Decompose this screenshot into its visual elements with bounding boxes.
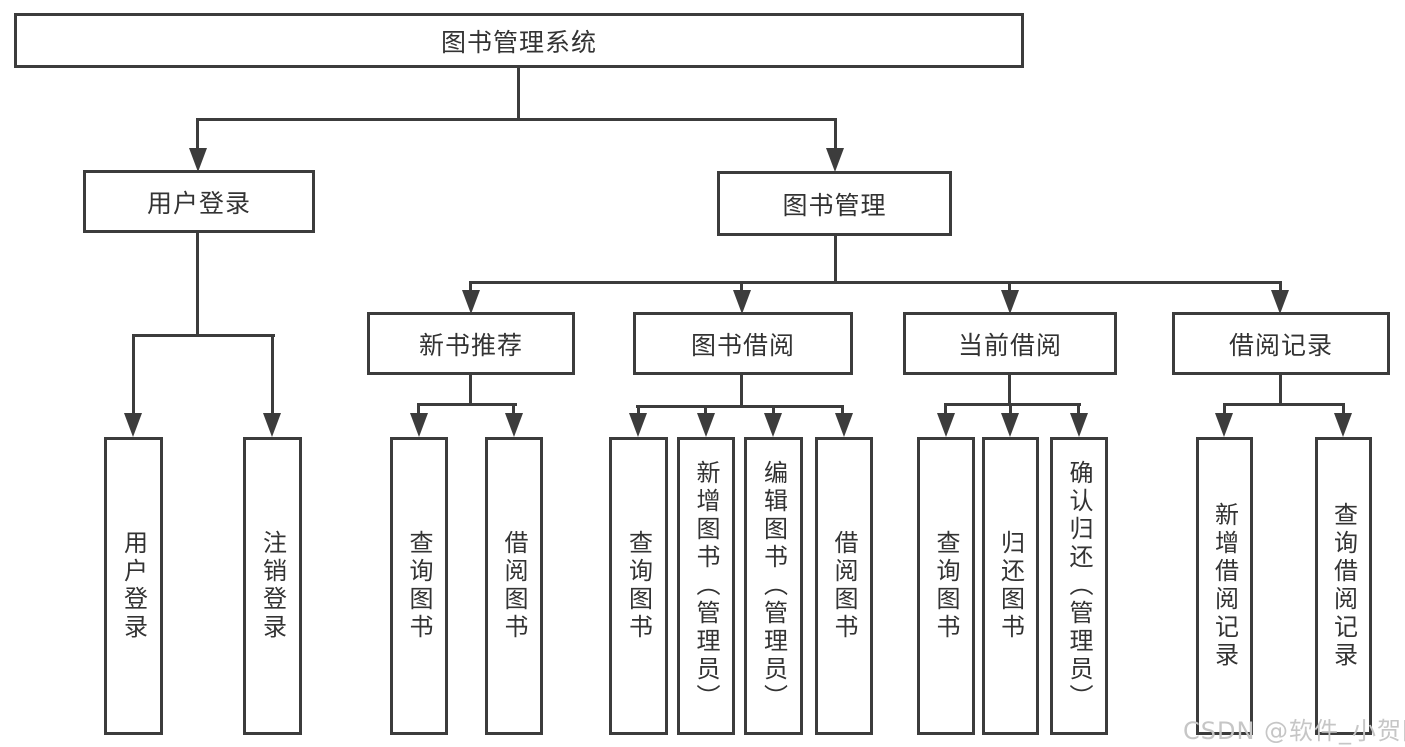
arrowhead-icon bbox=[826, 148, 844, 172]
connector-line bbox=[132, 334, 135, 417]
leaf-user-login-label: 用户登录 bbox=[119, 530, 148, 642]
arrowhead-icon bbox=[1215, 413, 1233, 437]
arrowhead-icon bbox=[1334, 413, 1352, 437]
connector-line bbox=[637, 405, 640, 419]
connector-line bbox=[417, 403, 517, 406]
connector-line bbox=[132, 334, 275, 337]
arrowhead-icon bbox=[733, 290, 751, 314]
connector-line bbox=[636, 405, 844, 408]
connector-line bbox=[1077, 403, 1080, 417]
arrowhead-icon bbox=[263, 413, 281, 437]
node-new-book-recommend: 新书推荐 bbox=[367, 312, 575, 375]
arrowhead-icon bbox=[124, 413, 142, 437]
arrowhead-icon bbox=[505, 413, 523, 437]
node-book-management-label: 图书管理 bbox=[782, 190, 887, 220]
leaf-borrow-edit-books-admin-label: 编辑图书（管理员） bbox=[759, 460, 788, 712]
leaf-records-query-record: 查询借阅记录 bbox=[1315, 437, 1372, 735]
connector-line bbox=[944, 403, 947, 417]
connector-line bbox=[196, 231, 199, 336]
leaf-borrow-add-books-admin: 新增图书（管理员） bbox=[677, 437, 735, 735]
connector-line bbox=[1342, 403, 1345, 417]
arrowhead-icon bbox=[629, 413, 647, 437]
arrowhead-icon bbox=[410, 413, 428, 437]
connector-line bbox=[417, 403, 420, 417]
node-current-borrow: 当前借阅 bbox=[903, 312, 1117, 375]
connector-line bbox=[740, 373, 743, 407]
csdn-watermark: CSDN @软件_小贺同学 bbox=[1183, 717, 1405, 745]
connector-line bbox=[704, 405, 707, 419]
connector-line bbox=[469, 281, 472, 296]
leaf-newbook-borrow-books: 借阅图书 bbox=[485, 437, 543, 735]
leaf-borrow-query-books: 查询图书 bbox=[609, 437, 668, 735]
leaf-newbook-borrow-books-label: 借阅图书 bbox=[500, 530, 528, 642]
connector-line bbox=[841, 405, 844, 419]
leaf-current-confirm-return-admin-label: 确认归还（管理员） bbox=[1065, 460, 1093, 712]
node-current-borrow-label: 当前借阅 bbox=[957, 330, 1062, 360]
arrowhead-icon bbox=[1001, 413, 1019, 437]
connector-line bbox=[1009, 403, 1012, 417]
arrowhead-icon bbox=[1001, 290, 1019, 314]
node-root: 图书管理系统 bbox=[14, 13, 1024, 68]
leaf-records-add-record: 新增借阅记录 bbox=[1196, 437, 1253, 735]
leaf-borrow-borrow-books: 借阅图书 bbox=[815, 437, 873, 735]
leaf-borrow-borrow-books-label: 借阅图书 bbox=[830, 530, 858, 642]
connector-line bbox=[834, 118, 837, 152]
connector-line bbox=[197, 118, 837, 121]
node-new-book-recommend-label: 新书推荐 bbox=[418, 330, 523, 360]
arrowhead-icon bbox=[937, 413, 955, 437]
arrowhead-icon bbox=[835, 413, 853, 437]
connector-line bbox=[1008, 373, 1011, 405]
connector-line bbox=[1223, 403, 1345, 406]
arrowhead-icon bbox=[764, 413, 782, 437]
leaf-logout: 注销登录 bbox=[243, 437, 302, 735]
node-root-label: 图书管理系统 bbox=[440, 27, 597, 57]
leaf-newbook-query-books: 查询图书 bbox=[390, 437, 448, 735]
connector-line bbox=[196, 118, 199, 152]
connector-line bbox=[470, 281, 1282, 284]
connector-line bbox=[469, 373, 472, 405]
leaf-current-return-books-label: 归还图书 bbox=[996, 530, 1025, 642]
leaf-current-return-books: 归还图书 bbox=[982, 437, 1039, 735]
leaf-current-query-books-label: 查询图书 bbox=[932, 530, 960, 642]
connector-line bbox=[1008, 281, 1011, 296]
leaf-current-confirm-return-admin: 确认归还（管理员） bbox=[1050, 437, 1108, 735]
connector-line bbox=[1223, 403, 1226, 417]
node-borrow-records: 借阅记录 bbox=[1172, 312, 1390, 375]
node-user-login-label: 用户登录 bbox=[146, 188, 251, 218]
leaf-newbook-query-books-label: 查询图书 bbox=[405, 530, 433, 642]
connector-line bbox=[772, 405, 775, 419]
connector-line bbox=[740, 281, 743, 296]
leaf-borrow-query-books-label: 查询图书 bbox=[624, 530, 653, 642]
node-book-borrow: 图书借阅 bbox=[633, 312, 853, 375]
leaf-borrow-add-books-admin-label: 新增图书（管理员） bbox=[692, 460, 720, 712]
connector-line bbox=[1279, 281, 1282, 296]
node-book-borrow-label: 图书借阅 bbox=[690, 330, 795, 360]
leaf-borrow-edit-books-admin: 编辑图书（管理员） bbox=[744, 437, 803, 735]
arrowhead-icon bbox=[462, 290, 480, 314]
connector-line bbox=[512, 403, 515, 417]
connector-line bbox=[944, 403, 1081, 406]
arrowhead-icon bbox=[1271, 290, 1289, 314]
connector-line bbox=[271, 334, 274, 417]
leaf-records-query-record-label: 查询借阅记录 bbox=[1329, 502, 1358, 670]
leaf-current-query-books: 查询图书 bbox=[917, 437, 975, 735]
arrowhead-icon bbox=[697, 413, 715, 437]
leaf-logout-label: 注销登录 bbox=[258, 530, 287, 642]
node-borrow-records-label: 借阅记录 bbox=[1228, 330, 1333, 360]
leaf-user-login: 用户登录 bbox=[104, 437, 163, 735]
node-book-management: 图书管理 bbox=[717, 171, 952, 236]
leaf-records-add-record-label: 新增借阅记录 bbox=[1210, 502, 1239, 670]
arrowhead-icon bbox=[189, 148, 207, 172]
node-user-login: 用户登录 bbox=[83, 170, 315, 233]
arrowhead-icon bbox=[1070, 413, 1088, 437]
connector-line bbox=[834, 234, 837, 283]
connector-line bbox=[1279, 373, 1282, 405]
connector-line bbox=[517, 66, 520, 120]
